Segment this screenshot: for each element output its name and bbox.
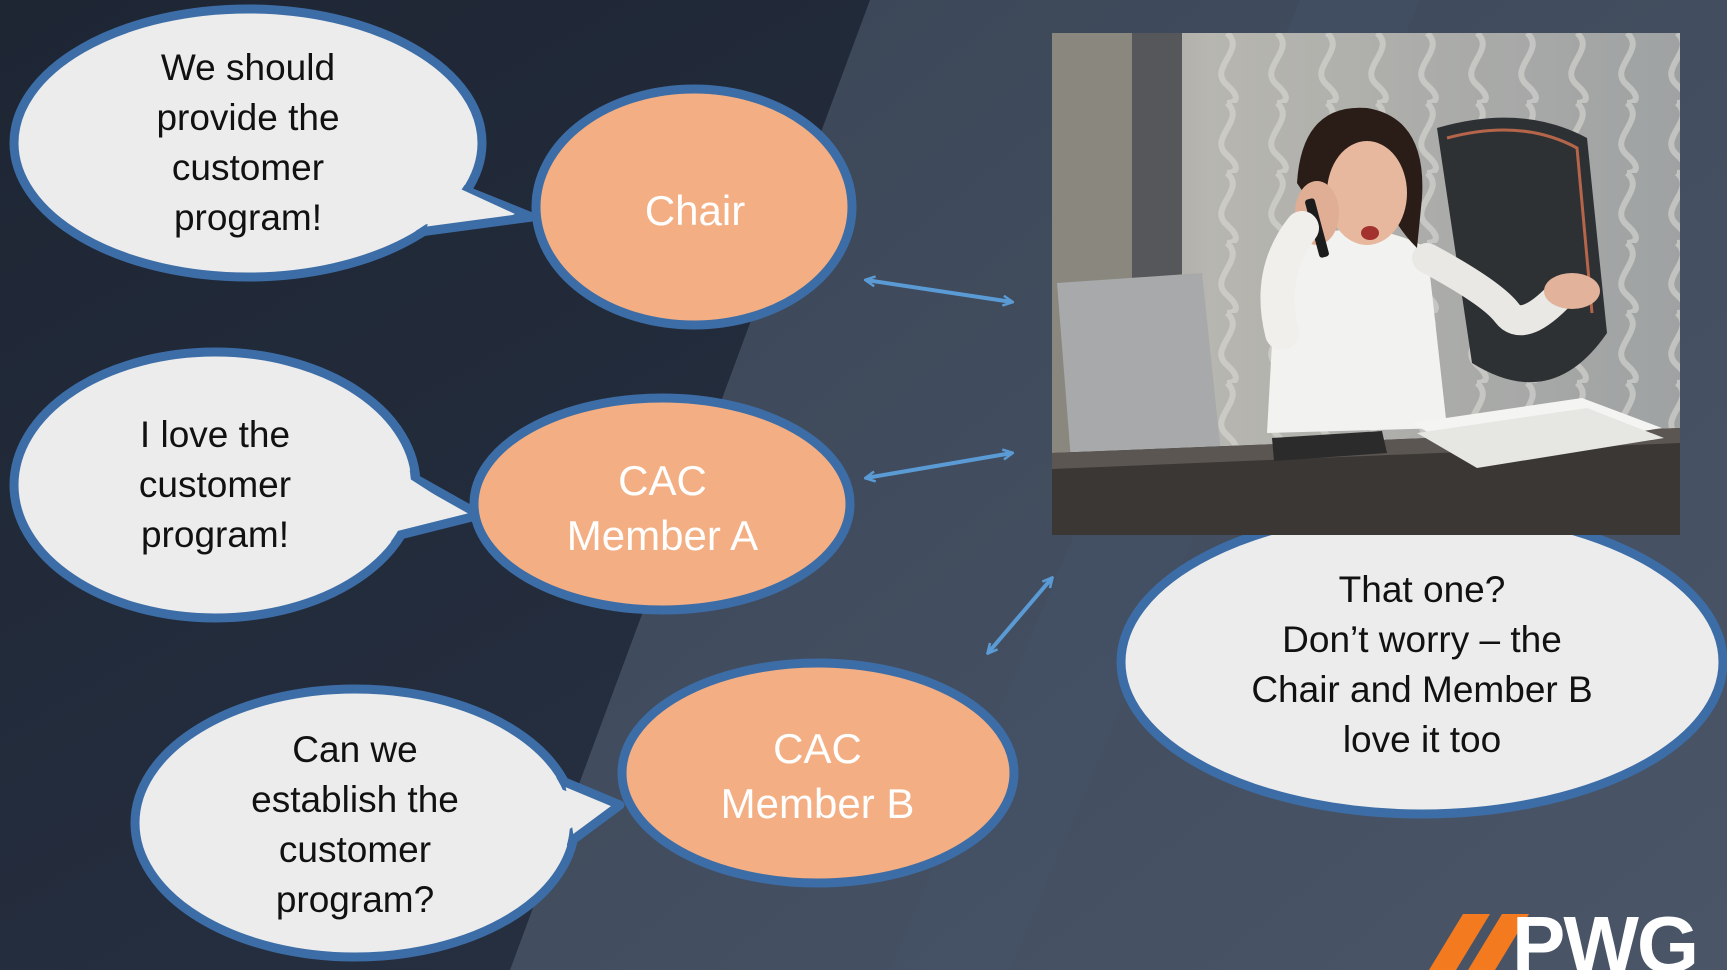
logo-text: PWG [1512,900,1699,970]
speech-bubble-photo-person [1116,450,1727,819]
arrow-member-a-photo [866,453,1012,478]
bubble-text-member-b: Can we establish the customer program? [251,729,459,920]
bubble-text-chair: We should provide the customer program! [156,47,340,238]
arrow-chair-photo [866,280,1012,302]
node-chair [531,84,857,330]
node-label-member-b: CAC Member B [720,724,915,827]
pwg-logo [1429,914,1529,970]
stressed-woman-on-phone-photo [1052,33,1680,535]
node-member-b [617,658,1019,888]
speech-bubble-chair [9,4,537,282]
bubble-text-photo-person: That one? Don’t worry – the Chair and Me… [1251,569,1593,760]
arrow-member-b-photo [988,578,1052,653]
speech-bubble-member-a [9,347,485,623]
node-member-a [469,393,855,615]
speech-bubble-member-b [130,684,625,962]
node-label-member-a: CAC Member A [566,456,759,559]
node-label-chair: Chair [644,186,746,234]
bubble-text-member-a: I love the customer program! [138,414,292,555]
